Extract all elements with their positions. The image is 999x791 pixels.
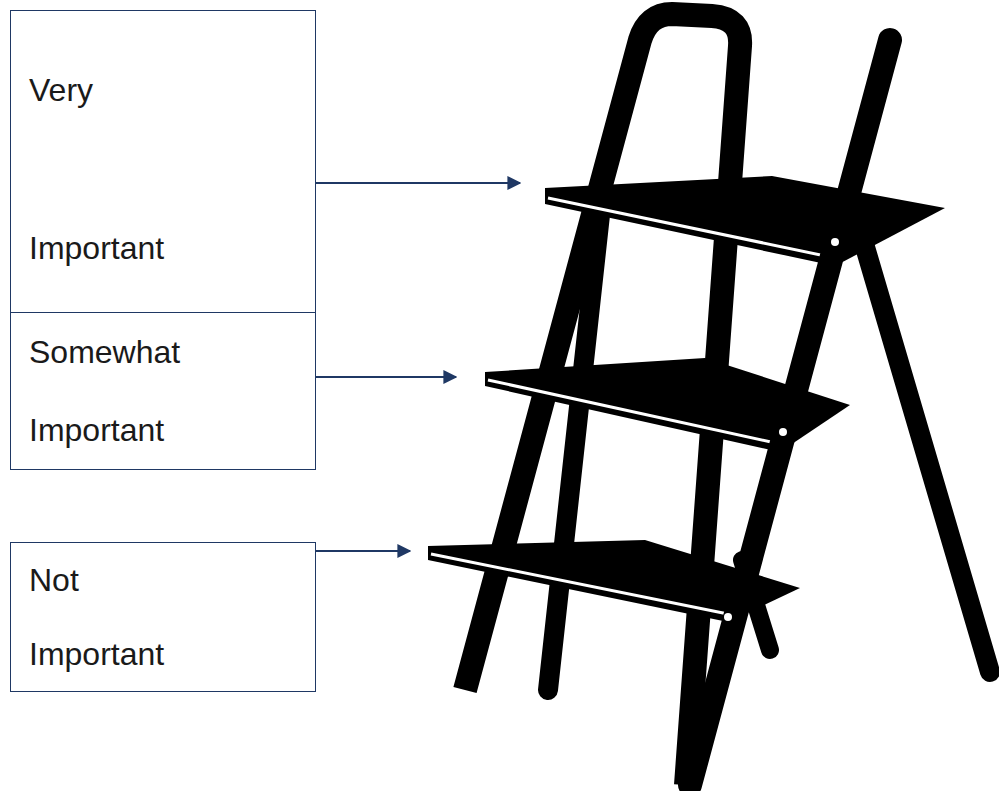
rivet xyxy=(724,613,732,621)
step-edge xyxy=(548,198,835,258)
leader-arrow xyxy=(316,182,520,184)
importance-level: Very Important xyxy=(29,11,199,327)
leader-arrow xyxy=(316,550,410,552)
label-box: Somewhat Important xyxy=(10,312,316,470)
leader-arrow xyxy=(316,376,456,378)
rivet xyxy=(831,238,839,246)
label-box: Very Important xyxy=(10,10,316,328)
step-edge xyxy=(488,380,780,444)
importance-level: Somewhat Important xyxy=(29,313,199,469)
importance-level: Not Important xyxy=(29,543,199,691)
front-rail xyxy=(690,40,890,785)
label-box: Not Important xyxy=(10,542,316,692)
ladder-step xyxy=(545,176,945,266)
rear-leg xyxy=(860,230,990,672)
rivet xyxy=(779,428,787,436)
step-edge xyxy=(431,554,728,614)
